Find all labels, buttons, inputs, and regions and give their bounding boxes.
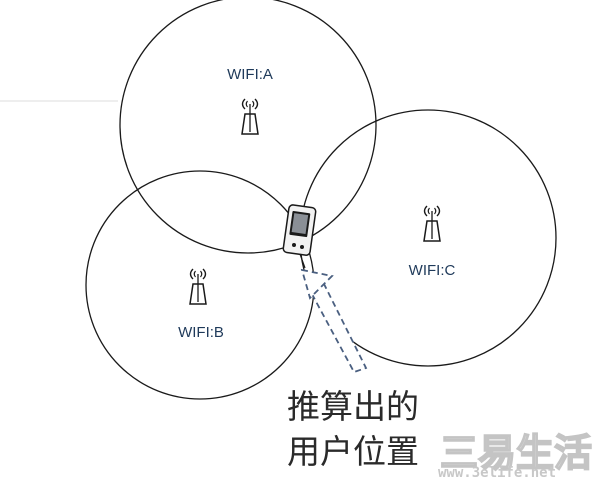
coverage-circle-a [119,0,377,254]
wifi-antenna-icon [241,98,259,135]
ap-label-a: WIFI:A [227,66,273,83]
wifi-antenna-icon [189,268,207,305]
caption-line-2: 用户位置 [287,432,419,471]
ap-label-b: WIFI:B [178,324,224,341]
ap-label-c: WIFI:C [409,262,456,279]
wifi-antenna-icon [423,205,441,242]
pointer-arrow [300,268,368,374]
watermark-brand: 三易生活 [440,431,592,475]
mobile-phone-icon [282,204,317,269]
coverage-circle-b [85,170,315,400]
watermark-url: www.3elife.net [438,465,556,481]
caption-line-1: 推算出的 [287,387,419,426]
